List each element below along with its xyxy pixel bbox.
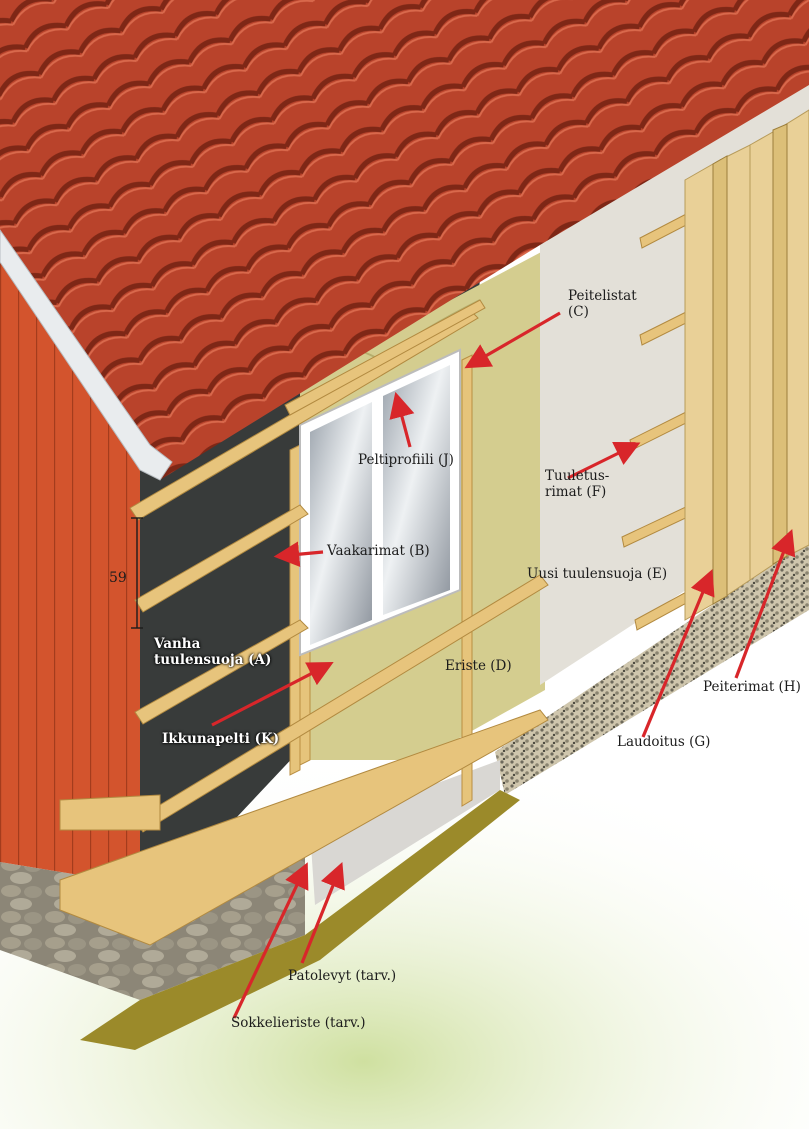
label-peltiprofiili: Peltiprofiili (J) bbox=[358, 452, 454, 468]
dimension-marker bbox=[131, 517, 143, 629]
dimension-value: 59 bbox=[109, 570, 127, 586]
arrow-vaakarimat bbox=[273, 541, 324, 567]
label-peitelistat: Peitelistat (C) bbox=[568, 288, 637, 320]
label-sokkelieriste: Sokkelieriste (tarv.) bbox=[231, 1015, 366, 1031]
label-eriste: Eriste (D) bbox=[445, 658, 512, 674]
window bbox=[299, 348, 461, 657]
arrow-sokkelieriste bbox=[232, 862, 309, 1019]
cladding-boards bbox=[684, 109, 809, 621]
label-peiterimat: Peiterimat (H) bbox=[703, 679, 801, 695]
plinth-foot bbox=[80, 790, 520, 1050]
callout-arrows bbox=[211, 311, 796, 1019]
red-gable-wall bbox=[0, 260, 140, 885]
arrow-peltiprofiili bbox=[389, 391, 415, 448]
label-laudoitus: Laudoitus (G) bbox=[617, 734, 711, 750]
roof-tiles bbox=[0, 0, 809, 480]
label-vanha-tuulensuoja: Vanha tuulensuoja (A) bbox=[154, 636, 272, 668]
plinth-board bbox=[310, 760, 500, 905]
arrow-tuuletusrimat bbox=[567, 442, 641, 480]
label-vaakarimat: Vaakarimat (B) bbox=[327, 543, 430, 559]
arrow-patolevyt bbox=[300, 862, 345, 964]
label-ikkunapelti: Ikkunapelti (K) bbox=[162, 731, 280, 747]
arrow-ikkunapelti bbox=[211, 662, 334, 727]
horizontal-battens bbox=[59, 299, 549, 946]
label-tuuletusrimat: Tuuletus- rimat (F) bbox=[545, 468, 610, 500]
label-patolevyt: Patolevyt (tarv.) bbox=[288, 968, 397, 984]
roof-edge-trim bbox=[0, 229, 173, 481]
gravel-bed bbox=[495, 540, 809, 795]
arrow-peiterimat bbox=[734, 529, 796, 679]
cover-battens bbox=[712, 123, 788, 605]
ventilation-battens bbox=[621, 211, 693, 631]
arrow-laudoitus bbox=[641, 569, 715, 738]
label-uusi-tuulensuoja: Uusi tuulensuoja (E) bbox=[527, 566, 668, 582]
arrow-peitelistat bbox=[464, 311, 561, 369]
